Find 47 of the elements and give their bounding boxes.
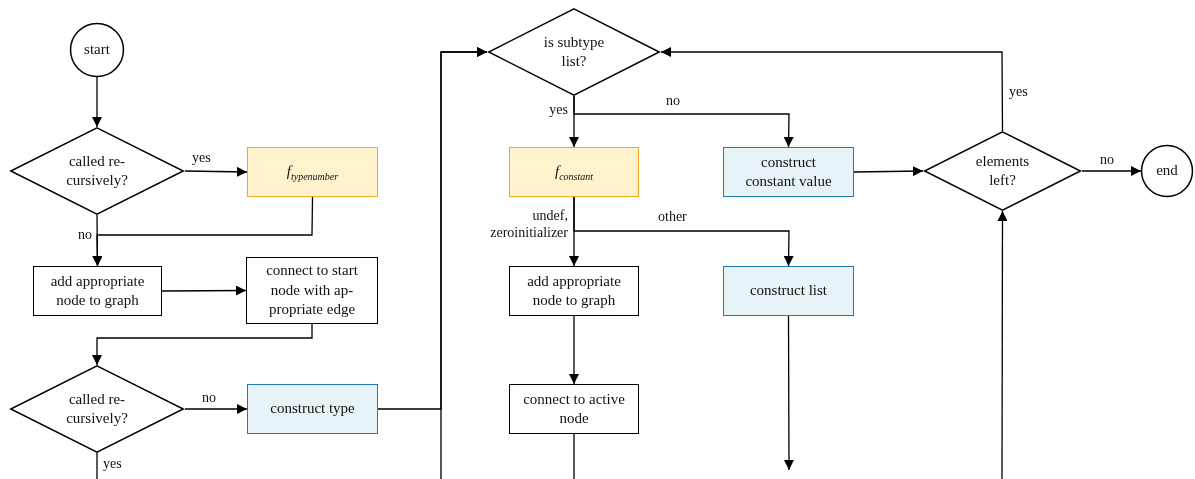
arrow bbox=[783, 315, 794, 471]
decision-diamond bbox=[9, 127, 185, 215]
decision-diamond bbox=[9, 365, 185, 453]
arrow bbox=[573, 196, 794, 267]
node-label: connect to start node with ap-propriate edge bbox=[265, 261, 359, 320]
node-label: is subtype list? bbox=[542, 32, 606, 71]
node-label: called re-cursively? bbox=[65, 389, 129, 428]
node-label: connect to active node bbox=[522, 389, 626, 428]
process-box bbox=[246, 257, 378, 324]
node-label: add appropriate node to graph bbox=[526, 271, 622, 310]
process-box bbox=[509, 147, 639, 197]
terminal-circle bbox=[70, 23, 124, 77]
process-box bbox=[247, 384, 378, 434]
node-label: end bbox=[1156, 161, 1178, 181]
arrow bbox=[161, 285, 247, 296]
function-name: f$_{typenumber}$ bbox=[286, 161, 339, 183]
function-name: f$_{constant}$ bbox=[554, 161, 594, 183]
decision-diamond bbox=[923, 131, 1082, 211]
node-label: elements left? bbox=[974, 151, 1031, 190]
process-box bbox=[33, 266, 162, 316]
process-box bbox=[509, 266, 639, 316]
node-label: start bbox=[84, 40, 110, 60]
node-label: construct list bbox=[749, 281, 828, 301]
arrow bbox=[853, 166, 924, 177]
arrow bbox=[440, 47, 488, 479]
node-label: construct constant value bbox=[744, 152, 833, 191]
decision-diamond bbox=[487, 8, 661, 96]
node-label: construct type bbox=[270, 399, 355, 419]
arrow bbox=[92, 196, 314, 267]
arrow bbox=[1081, 166, 1142, 176]
process-box bbox=[509, 384, 639, 434]
arrow bbox=[92, 323, 313, 366]
arrow bbox=[184, 166, 248, 177]
node-label: add appropriate node to graph bbox=[49, 271, 146, 310]
process-box bbox=[723, 266, 854, 316]
arrow bbox=[660, 47, 1004, 132]
process-box bbox=[723, 147, 854, 197]
connector-line bbox=[573, 433, 575, 479]
arrow bbox=[92, 76, 102, 128]
arrow bbox=[997, 210, 1008, 479]
arrow bbox=[569, 315, 579, 385]
arrow bbox=[184, 404, 248, 414]
terminal-circle bbox=[1141, 145, 1193, 197]
arrow bbox=[573, 95, 794, 148]
connector-line bbox=[96, 452, 98, 479]
node-label: called re-cursively? bbox=[65, 151, 129, 190]
process-box bbox=[247, 147, 378, 197]
